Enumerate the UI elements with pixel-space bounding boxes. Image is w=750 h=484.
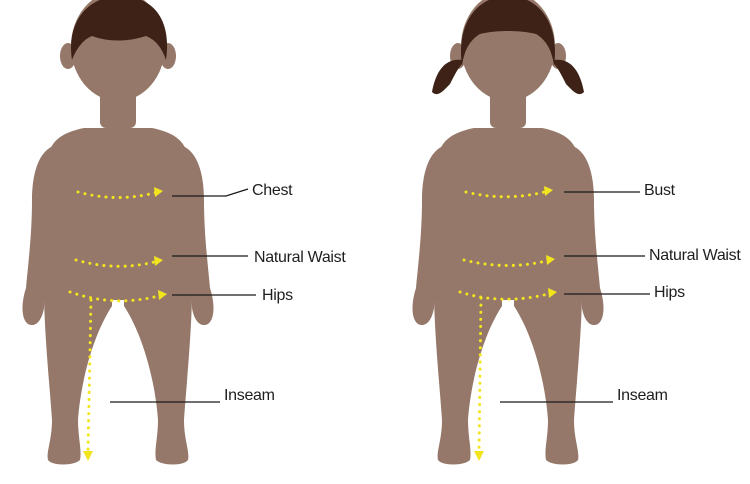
girl-waist-label: Natural Waist <box>649 247 741 264</box>
boy-body-silhouette <box>23 0 214 465</box>
boy-waist-label: Natural Waist <box>254 249 346 266</box>
boy-inseam-arrowhead <box>83 451 93 461</box>
girl-bust-label: Bust <box>644 182 676 199</box>
boy-figure <box>23 0 214 465</box>
boy-hips-label: Hips <box>262 287 293 304</box>
girl-inseam-label: Inseam <box>617 387 668 404</box>
girl-hips-label: Hips <box>654 284 685 301</box>
boy-inseam-label: Inseam <box>224 387 275 404</box>
girl-left-pigtail <box>432 60 462 94</box>
girl-inseam-arrowhead <box>474 451 484 461</box>
boy-chest-label: Chest <box>252 182 293 199</box>
girl-right-pigtail <box>554 60 584 94</box>
girl-figure <box>413 0 604 465</box>
